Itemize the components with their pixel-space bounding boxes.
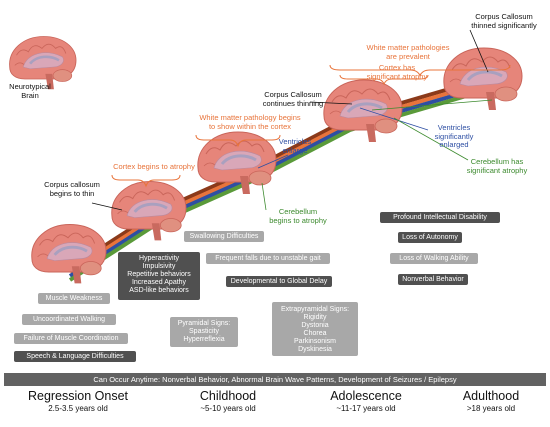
symptom-frequent-falls: Frequent falls due to unstable gait	[206, 253, 330, 264]
symptom-swallowing: Swallowing Difficulties	[184, 231, 264, 242]
stage-age: 2.5-3.5 years old	[48, 404, 108, 413]
stage-adolescence: Adolescence ~11-17 years old	[318, 389, 414, 414]
symptom-intellectual-disability: Profound Intellectual Disability	[380, 212, 500, 223]
stage-adulthood: Adulthood >18 years old	[446, 389, 536, 414]
label-ventricles-significant: Ventricles significantly enlarged	[434, 123, 474, 149]
can-occur-anytime-bar: Can Occur Anytime: Nonverbal Behavior, A…	[4, 373, 546, 386]
symptom-pyramidal-signs: Pyramidal Signs: Spasticity Hyperreflexi…	[170, 317, 238, 347]
label-white-matter-begins: White matter pathology begins to show wi…	[199, 113, 301, 131]
stage-childhood: Childhood ~5-10 years old	[182, 389, 274, 414]
label-corpus-callosum-thin: Corpus callosum begins to thin	[44, 180, 100, 198]
stage-age: ~11-17 years old	[336, 404, 396, 413]
leader-lines	[91, 29, 493, 211]
stage-title: Regression Onset	[27, 389, 129, 403]
stage-age: >18 years old	[466, 404, 516, 413]
label-corpus-callosum-significant: Corpus Callosum thinned significantly	[471, 12, 537, 30]
label-ventricles-enlarge: Ventricles enlarge	[278, 137, 312, 155]
symptom-failure-muscle-coordination: Failure of Muscle Coordination	[14, 333, 128, 344]
symptom-muscle-weakness: Muscle Weakness	[38, 293, 110, 304]
label-neurotypical-brain: Neurotypical Brain	[9, 82, 51, 100]
symptom-nonverbal: Nonverbal Behavior	[398, 274, 468, 285]
stage-title: Adolescence	[330, 389, 402, 403]
symptom-developmental-delay: Developmental to Global Delay	[226, 276, 332, 287]
braces	[111, 64, 511, 188]
symptom-extrapyramidal-signs: Extrapyramidal Signs: Rigidity Dystonia …	[272, 302, 358, 356]
symptom-behavioral: Hyperactivity Impulsivity Repetitive beh…	[118, 252, 200, 300]
brain-onset	[30, 223, 108, 285]
stage-title: Adulthood	[462, 389, 520, 403]
label-cerebellum-significant: Cerebellum has significant atrophy	[466, 157, 528, 175]
label-cortex-significant-atrophy: Cortex has significant atrophy	[366, 63, 428, 81]
label-cortex-begins-atrophy: Cortex begins to atrophy	[113, 162, 195, 171]
stage-title: Childhood	[199, 389, 257, 403]
symptom-loss-walking: Loss of Walking Ability	[390, 253, 478, 264]
stage-age: ~5-10 years old	[200, 404, 256, 413]
label-cerebellum-begins: Cerebellum begins to atrophy	[269, 207, 327, 225]
label-white-matter-prevalent: White matter pathologies are prevalent	[366, 43, 450, 61]
symptom-loss-autonomy: Loss of Autonomy	[398, 232, 462, 243]
stage-regression-onset: Regression Onset 2.5-3.5 years old	[22, 389, 134, 414]
label-corpus-callosum-continues: Corpus Callosum continues thinning	[262, 90, 324, 108]
symptom-speech-language: Speech & Language Difficulties	[14, 351, 136, 362]
symptom-uncoordinated-walking: Uncoordinated Walking	[22, 314, 116, 325]
